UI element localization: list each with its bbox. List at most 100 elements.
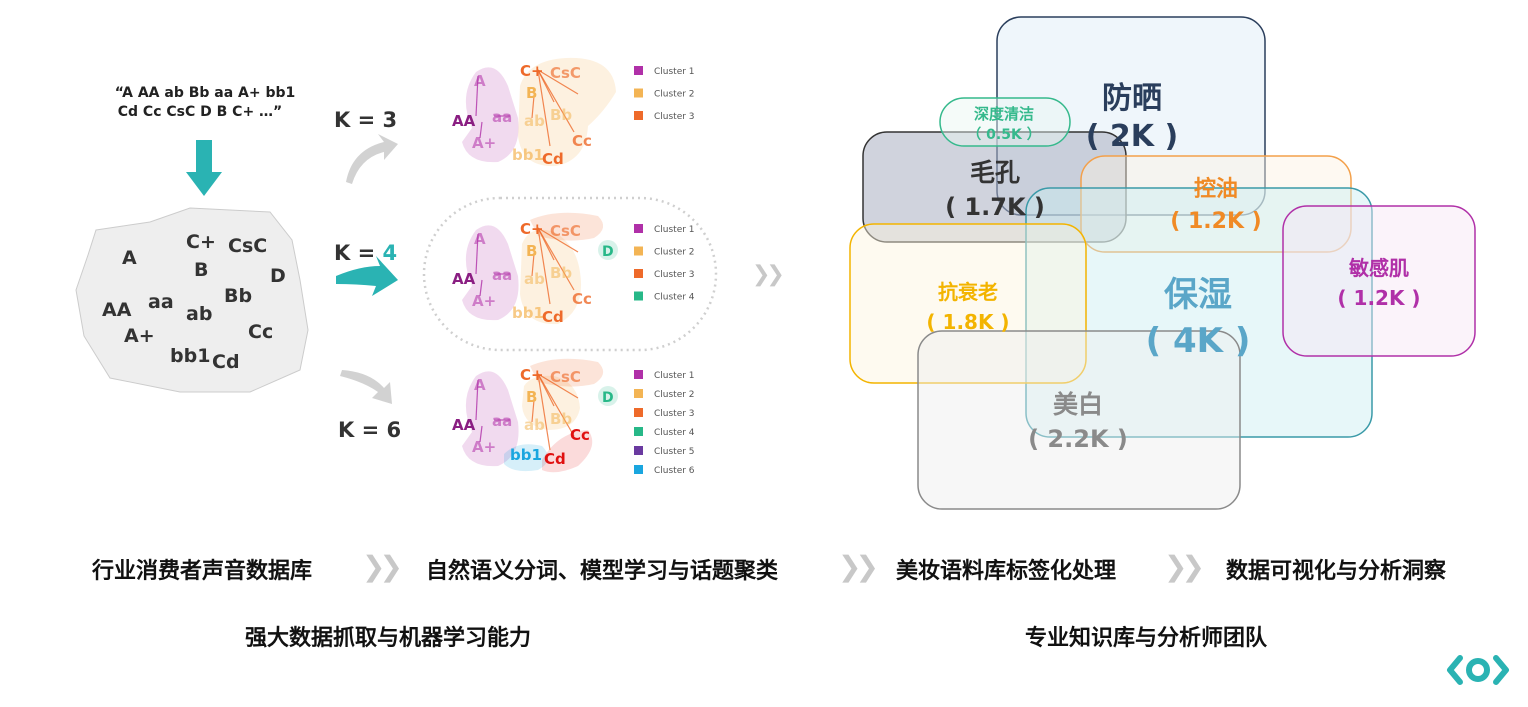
cluster-token: A	[474, 230, 486, 248]
blob-token: D	[270, 265, 286, 287]
legend-label: Cluster 2	[654, 390, 695, 400]
cluster-token: ab	[524, 270, 545, 288]
venn-label: 保湿	[1164, 275, 1232, 315]
legend-swatch	[634, 111, 643, 120]
legend-swatch	[634, 224, 643, 233]
cluster-arrow	[479, 279, 483, 297]
topic-venn: 防晒( 2K )毛孔( 1.7K )控油( 1.2K )保湿( 4K )敏感肌(…	[849, 16, 1476, 510]
flow-step-3: 美妆语料库标签化处理	[896, 559, 1117, 584]
cluster-token: C+	[520, 220, 544, 238]
blob-token: Cc	[248, 321, 273, 343]
cluster-token: A+	[472, 438, 496, 456]
cluster-token: bb1	[512, 304, 544, 322]
cluster-token: AA	[452, 416, 476, 434]
legend-swatch	[634, 269, 643, 278]
venn-label: 美白	[1053, 390, 1103, 419]
flow-chevron-icon: ❯❯	[838, 550, 879, 583]
legend-label: Cluster 3	[654, 270, 695, 280]
cluster-arrow	[531, 95, 535, 119]
caption-left: 强大数据抓取与机器学习能力	[245, 626, 532, 651]
cluster-arrow	[537, 69, 575, 133]
cluster-arrow	[479, 121, 483, 139]
cluster-token: Cc	[572, 132, 592, 150]
quote-line-2: Cd Cc CsC D B C+ …”	[118, 104, 283, 120]
cluster-arrow	[475, 75, 479, 117]
legend-swatch	[634, 408, 643, 417]
cluster-token: Bb	[550, 106, 572, 124]
blob-token: Bb	[224, 285, 252, 307]
blob-token: Cd	[212, 351, 240, 373]
cluster-arrow	[537, 227, 575, 291]
brand-logo-icon	[1447, 655, 1509, 685]
legend-swatch	[634, 465, 643, 474]
venn-label: 毛孔	[970, 158, 1020, 187]
cluster-region	[462, 67, 519, 163]
down-arrow-icon	[186, 140, 222, 196]
cluster-region	[462, 371, 519, 467]
blob-token: CsC	[228, 235, 267, 257]
quote-line-1: “A AA ab Bb aa A+ bb1	[115, 85, 296, 101]
cluster-token: A	[474, 376, 486, 394]
venn-label: 抗衰老	[938, 280, 998, 304]
legend-swatch	[634, 291, 643, 301]
venn-label: 深度清洁	[974, 105, 1034, 123]
legend-label: Cluster 1	[654, 371, 695, 381]
venn-box	[849, 223, 1087, 384]
legend-swatch	[634, 446, 643, 455]
cluster-token: C+	[520, 366, 544, 384]
cluster-arrow	[537, 69, 579, 95]
legend-label: Cluster 3	[654, 409, 695, 419]
cluster-token: aa	[492, 108, 512, 126]
venn-value: ( 2.2K )	[1028, 425, 1128, 453]
k-label-4: K = 4	[334, 241, 397, 265]
venn-box	[917, 330, 1241, 510]
legend-swatch	[634, 246, 643, 256]
cluster-token: B	[526, 388, 537, 406]
k-label-6: K = 6	[338, 418, 401, 442]
branch-arrow-main-icon	[336, 256, 398, 296]
cluster-token: CsC	[550, 368, 581, 386]
legend-swatch	[634, 66, 643, 75]
cluster-arrow	[537, 373, 575, 437]
venn-label: 控油	[1194, 176, 1238, 202]
cluster-token: ab	[524, 416, 545, 434]
legend-swatch	[634, 427, 643, 436]
legend-label: Cluster 1	[654, 67, 695, 77]
legend-label: Cluster 2	[654, 90, 695, 100]
cluster-token: Cd	[542, 308, 564, 326]
flow-step-2: 自然语义分词、模型学习与话题聚类	[426, 559, 779, 584]
venn-value: ( 1.2K )	[1337, 286, 1420, 310]
venn-box	[862, 131, 1127, 243]
cluster-token: A	[474, 72, 486, 90]
legend-swatch	[634, 88, 643, 98]
cluster-token: Cc	[572, 290, 592, 308]
cluster-arrow	[475, 379, 479, 421]
cluster-token: A+	[472, 134, 496, 152]
blob-token: ab	[186, 303, 212, 325]
k-label-3: K = 3	[334, 108, 397, 132]
cluster-arrow	[537, 227, 579, 253]
venn-value: （ 0.5K ）	[967, 127, 1040, 143]
blob-token: aa	[148, 291, 174, 313]
venn-box	[1025, 187, 1373, 438]
blob-token: A	[122, 247, 137, 269]
cluster-region	[598, 240, 618, 260]
legend-label: Cluster 3	[654, 112, 695, 122]
flow-chevron-icon: ❯❯	[362, 550, 403, 583]
blob-token: A+	[124, 325, 155, 347]
cluster-token: AA	[452, 270, 476, 288]
cluster-token: bb1	[512, 146, 544, 164]
cluster-token: C+	[520, 62, 544, 80]
cluster-arrow	[475, 233, 479, 275]
venn-value: ( 4K )	[1146, 321, 1251, 361]
cluster-arrow	[531, 253, 535, 277]
caption-right: 专业知识库与分析师团队	[1025, 626, 1268, 651]
cluster-region	[462, 225, 519, 321]
cluster-token: CsC	[550, 64, 581, 82]
blob-token: B	[194, 259, 208, 281]
cluster-region	[518, 57, 616, 167]
cluster-token: bb1	[510, 446, 542, 464]
